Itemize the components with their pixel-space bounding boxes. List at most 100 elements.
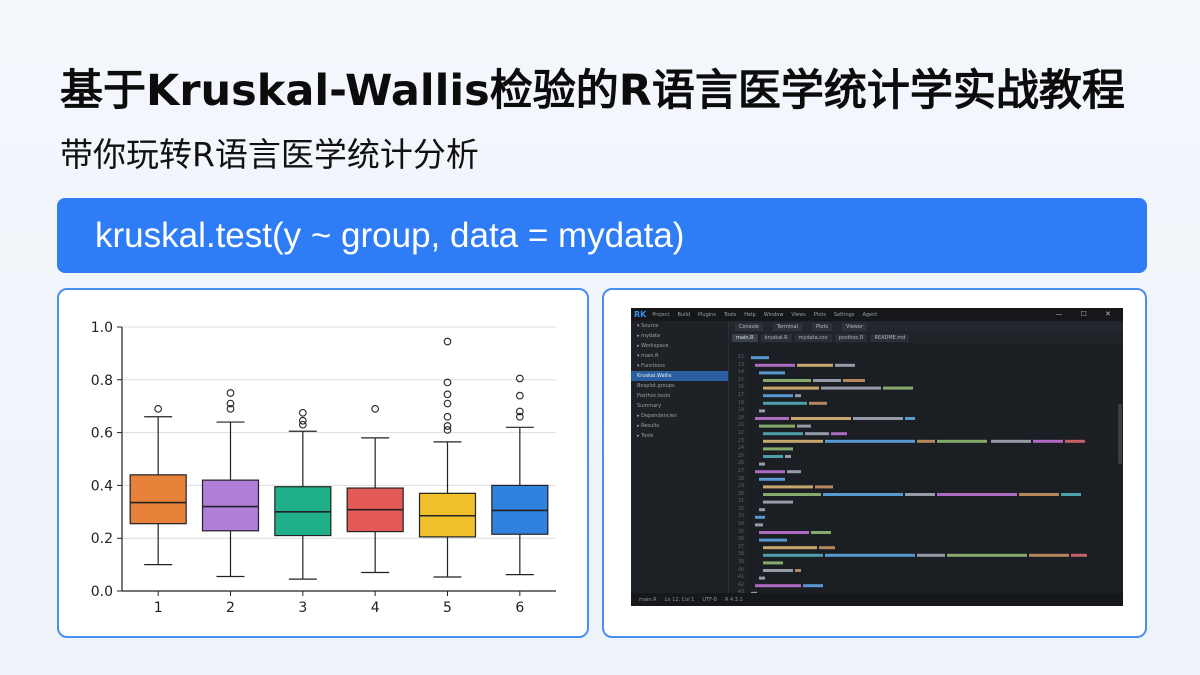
page-subtitle: 带你玩转R语言医学统计分析	[60, 135, 479, 174]
editor-scrollbar[interactable]	[1118, 404, 1122, 464]
code-token	[785, 455, 791, 458]
code-token	[763, 379, 811, 382]
menu-item[interactable]: Build	[677, 311, 691, 318]
sidebar-item[interactable]: ▾ Functions	[637, 363, 665, 369]
code-token	[797, 424, 811, 428]
status-item: R 4.3.1	[724, 596, 743, 603]
sidebar-item[interactable]: ▸ Workspace	[637, 343, 669, 349]
outlier-point	[443, 426, 452, 434]
code-token	[809, 401, 827, 405]
line-number: 33	[737, 513, 744, 520]
line-number: 22	[737, 429, 744, 436]
editor-tab[interactable]: posthoc.R	[834, 333, 868, 342]
code-token	[763, 569, 793, 572]
box-1	[129, 474, 187, 525]
menu-item[interactable]: Plugins	[698, 311, 716, 318]
menu-item[interactable]: Tools	[723, 311, 737, 318]
code-token	[795, 569, 801, 572]
code-token	[1029, 553, 1069, 557]
x-tick-label: 3	[298, 600, 307, 616]
sidebar-item[interactable]: ▸ mydata	[637, 333, 661, 339]
menu-item[interactable]: Project	[652, 311, 670, 318]
line-number: 38	[737, 551, 744, 558]
outlier-point	[154, 404, 163, 413]
line-number: 28	[737, 475, 744, 482]
sidebar-item[interactable]: Summary	[637, 403, 662, 409]
status-item: UTF-8	[702, 596, 717, 603]
editor-tab[interactable]: mydata.csv	[794, 333, 832, 342]
code-token	[797, 363, 833, 367]
toolbar-button[interactable]: Console	[735, 322, 763, 331]
outlier-point	[298, 416, 307, 425]
ide-project-sidebar: ▾ Source ▸ mydata ▸ Workspace ▾ main.R ▾ …	[631, 321, 729, 593]
line-number: 26	[737, 460, 744, 467]
line-number: 36	[737, 536, 744, 543]
code-area[interactable]	[751, 354, 1123, 599]
line-number: 19	[737, 407, 744, 414]
sidebar-item[interactable]: ▸ Tools	[637, 433, 654, 439]
line-number: 16	[737, 384, 744, 391]
status-item: main.R	[639, 596, 657, 603]
menu-item[interactable]: Views	[791, 311, 806, 318]
toolbar-button[interactable]: Plots	[812, 322, 833, 331]
code-token	[1061, 493, 1081, 496]
outlier-point	[298, 420, 307, 429]
line-number: 31	[737, 498, 744, 505]
code-token	[763, 432, 803, 436]
code-token	[905, 417, 915, 420]
sidebar-item[interactable]: Boxplot.groups	[637, 383, 675, 389]
code-token	[763, 439, 823, 443]
code-token	[821, 386, 881, 390]
editor-tab[interactable]: README.md	[870, 333, 910, 342]
sidebar-item[interactable]: ▸ Results	[637, 423, 660, 429]
outlier-point	[371, 404, 380, 413]
menu-item[interactable]: Agent	[862, 311, 878, 318]
menu-item[interactable]: Plots	[813, 311, 826, 318]
code-token	[759, 477, 785, 481]
sidebar-item[interactable]: Kruskal.Wallis	[631, 371, 728, 381]
code-token	[843, 379, 865, 382]
code-token	[803, 584, 823, 588]
code-token	[759, 409, 765, 413]
code-token	[819, 546, 835, 550]
editor-tab[interactable]: kruskal.R	[760, 333, 792, 342]
sidebar-item[interactable]: ▾ Source	[637, 323, 659, 329]
menu-item[interactable]: Window	[763, 311, 784, 318]
code-token	[759, 424, 795, 428]
window-controls[interactable]: — ☐ ✕	[1055, 310, 1119, 318]
outlier-point	[515, 412, 524, 421]
outlier-point	[515, 374, 524, 383]
editor-tab[interactable]: main.R	[732, 333, 758, 342]
line-number: 30	[737, 490, 744, 497]
line-number: 21	[737, 422, 744, 429]
line-number: 20	[737, 414, 744, 421]
code-token	[1033, 439, 1063, 443]
sidebar-item[interactable]: ▸ Dependencies	[637, 413, 677, 419]
sidebar-item[interactable]: Posthoc.tests	[637, 393, 671, 399]
menu-item[interactable]: Settings	[833, 311, 855, 318]
line-number: 39	[737, 559, 744, 566]
x-tick-label: 1	[154, 600, 163, 616]
line-number: 14	[737, 369, 744, 376]
sidebar-item[interactable]: ▾ main.R	[637, 353, 659, 359]
code-lines	[751, 356, 1087, 595]
outlier-point	[443, 337, 452, 346]
code-token	[763, 386, 819, 390]
code-token	[991, 439, 1031, 443]
code-token	[759, 576, 765, 580]
toolbar-button[interactable]: Terminal	[772, 322, 802, 331]
code-token	[763, 394, 793, 398]
line-number: 17	[737, 391, 744, 398]
code-token	[763, 485, 813, 489]
code-token	[1071, 553, 1087, 557]
code-token	[787, 470, 801, 474]
menu-item[interactable]: Help	[744, 311, 756, 318]
y-tick-label: 0.6	[91, 426, 113, 442]
code-token	[759, 538, 787, 542]
toolbar-button[interactable]: Viewer	[842, 322, 868, 331]
code-snippet: kruskal.test(y ~ group, data = mydata)	[95, 215, 685, 255]
code-token	[763, 561, 783, 565]
